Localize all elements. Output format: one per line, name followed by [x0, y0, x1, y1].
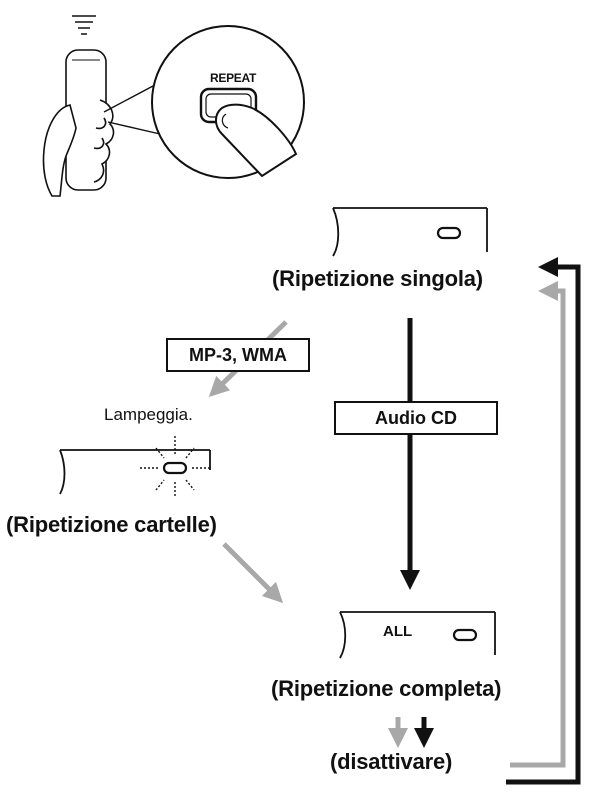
repeat-indicator-icon: [436, 226, 462, 240]
blink-rays-icon: [140, 436, 210, 496]
finger-icon: [215, 103, 298, 178]
remote-illustration: [42, 15, 305, 197]
display-folder: [59, 436, 211, 496]
display-single: [332, 207, 488, 257]
signal-waves-icon: [72, 15, 96, 35]
repeat-button-label: REPEAT: [210, 71, 256, 85]
audio-cd-box: Audio CD: [334, 401, 498, 435]
hand-icon: [42, 104, 77, 197]
repeat-indicator-icon: [452, 628, 478, 642]
display-all-text: ALL: [383, 623, 413, 640]
mode-folder-label: (Ripetizione cartelle): [6, 512, 217, 537]
mode-single-label: (Ripetizione singola): [272, 266, 483, 291]
mp3-wma-box: MP-3, WMA: [166, 338, 310, 372]
blink-note: Lampeggia.: [104, 405, 193, 424]
black-path-arrows: [400, 257, 581, 785]
repeat-indicator-blinking-icon: [162, 461, 188, 475]
mode-all-label: (Ripetizione completa): [271, 676, 502, 701]
display-all: [339, 611, 496, 659]
mode-off-label: (disattivare): [330, 749, 453, 774]
